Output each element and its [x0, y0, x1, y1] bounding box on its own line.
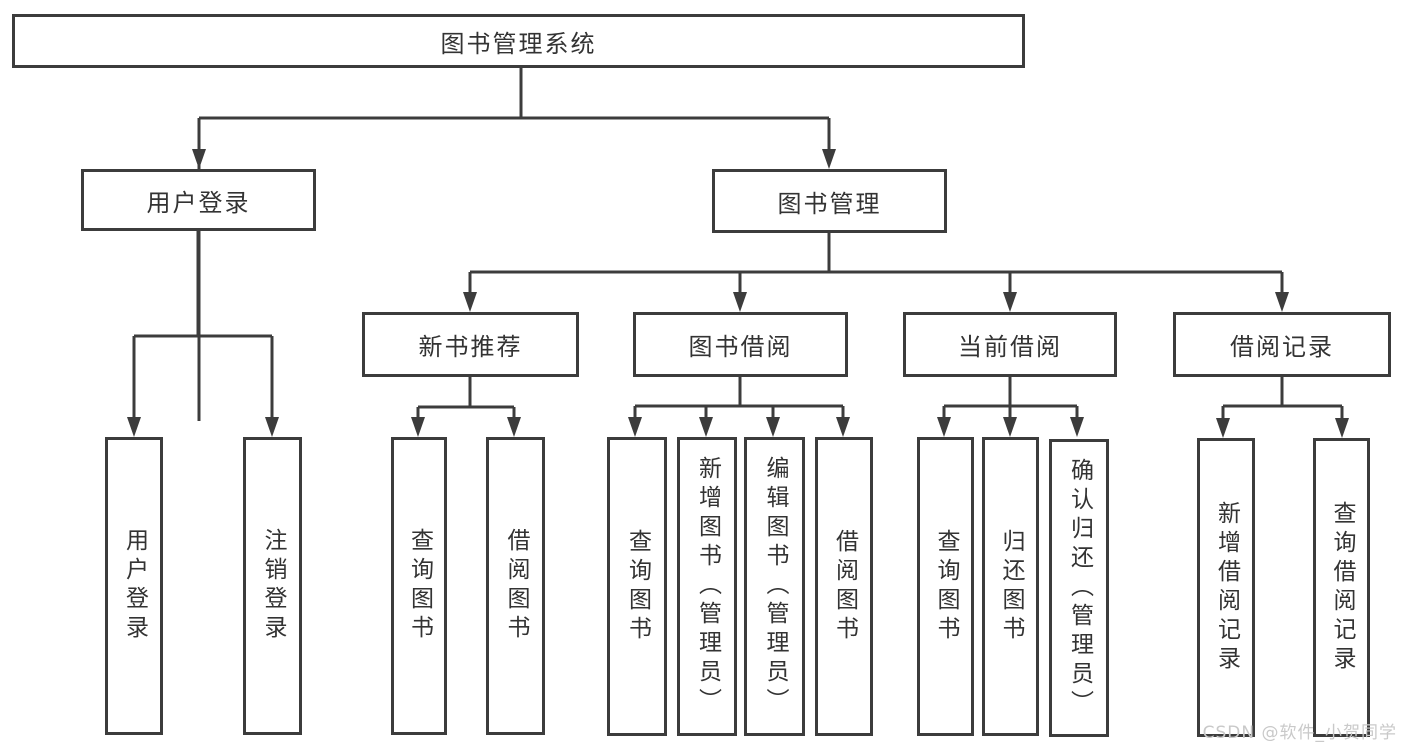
node-bb-add-books-admin-label: 新增图书（管理员） [694, 456, 721, 717]
node-nbr-borrow-books-label: 借阅图书 [503, 528, 529, 644]
csdn-watermark: CSDN @软件_小贺同学 [1202, 723, 1397, 743]
node-logout-label: 注销登录 [260, 528, 286, 644]
node-user-login-label: 用户登录 [146, 188, 251, 217]
node-book-management-label: 图书管理 [777, 189, 882, 218]
node-new-book-recommend: 新书推荐 [362, 312, 579, 377]
node-br-add-record: 新增借阅记录 [1197, 438, 1255, 737]
node-login-label: 用户登录 [121, 528, 148, 644]
node-br-query-record: 查询借阅记录 [1313, 438, 1370, 737]
node-borrowing-records-label: 借阅记录 [1230, 333, 1334, 361]
node-login: 用户登录 [105, 437, 163, 735]
connector-book-borrow [633, 377, 845, 420]
node-cb-query-books-label: 查询图书 [933, 528, 959, 645]
node-bb-query-books-label: 查询图书 [624, 528, 651, 645]
node-br-query-record-label: 查询借阅记录 [1329, 500, 1355, 675]
connector-current-borrow [942, 377, 1079, 420]
node-nbr-query-books-label: 查询图书 [406, 528, 433, 644]
node-cb-return-books: 归还图书 [982, 437, 1039, 736]
node-book-borrowing-label: 图书借阅 [688, 333, 793, 361]
connector-book-mgmt [468, 233, 1284, 295]
node-bb-query-books: 查询图书 [607, 437, 667, 736]
node-br-add-record-label: 新增借阅记录 [1213, 500, 1240, 675]
node-cb-confirm-return-admin: 确认归还（管理员） [1049, 439, 1109, 737]
node-root-label: 图书管理系统 [440, 29, 597, 58]
node-new-book-recommend-label: 新书推荐 [418, 333, 523, 361]
node-bb-add-books-admin: 新增图书（管理员） [677, 437, 737, 736]
node-bb-edit-books-admin: 编辑图书（管理员） [744, 437, 805, 736]
node-book-management: 图书管理 [712, 169, 947, 233]
node-current-borrowing-label: 当前借阅 [958, 333, 1062, 361]
node-cb-return-books-label: 归还图书 [998, 528, 1024, 645]
node-root: 图书管理系统 [12, 14, 1025, 68]
connector-new-book-rec [416, 377, 516, 420]
connector-user-login [132, 231, 274, 420]
node-borrowing-records: 借阅记录 [1173, 312, 1391, 377]
connector-borrow-record [1221, 377, 1344, 421]
node-bb-edit-books-admin-label: 编辑图书（管理员） [762, 456, 788, 717]
connector-root-arrows [197, 118, 831, 151]
node-current-borrowing: 当前借阅 [903, 312, 1117, 377]
node-logout: 注销登录 [243, 437, 302, 735]
node-bb-borrow-books-label: 借阅图书 [831, 528, 858, 645]
node-bb-borrow-books: 借阅图书 [815, 437, 873, 736]
node-book-borrowing: 图书借阅 [633, 312, 848, 377]
node-nbr-query-books: 查询图书 [391, 437, 447, 735]
node-cb-query-books: 查询图书 [917, 437, 974, 736]
node-user-login: 用户登录 [81, 169, 316, 231]
node-cb-confirm-return-admin-label: 确认归还（管理员） [1066, 457, 1093, 719]
node-nbr-borrow-books: 借阅图书 [486, 437, 545, 735]
